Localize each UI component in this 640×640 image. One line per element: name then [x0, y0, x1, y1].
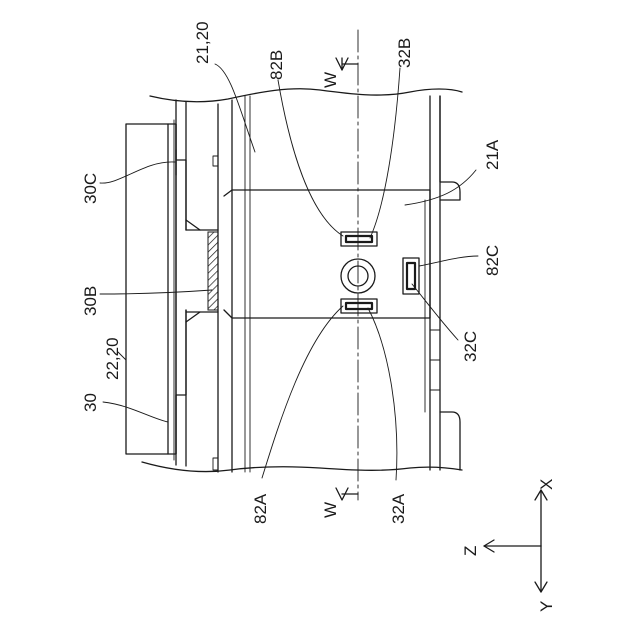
leader-32A	[368, 308, 397, 480]
label-30B: 30B	[81, 286, 100, 316]
slot-32C	[407, 263, 415, 289]
axis-label-y: Y	[537, 601, 556, 612]
member-30-step-lower	[176, 310, 186, 454]
leader-30C	[100, 162, 175, 183]
label-W-bottom: W	[321, 502, 340, 518]
slot-32B	[346, 236, 372, 242]
label-32B: 32B	[395, 38, 414, 68]
label-32A: 32A	[389, 493, 408, 524]
label-30: 30	[81, 393, 100, 412]
leader-21-20	[215, 64, 255, 152]
label-82A: 82A	[251, 493, 270, 524]
axis-label-x: X	[537, 479, 556, 490]
right-profile-upper	[440, 96, 460, 200]
label-W-top: W	[321, 72, 340, 88]
label-21A: 21A	[483, 139, 502, 170]
top-break-line	[150, 89, 462, 102]
recess-taper-top	[186, 220, 200, 230]
member-30-step-upper	[176, 124, 186, 230]
leader-82A	[262, 306, 343, 478]
label-21-20: 21,20	[193, 21, 212, 64]
axis-label-z: Z	[461, 546, 480, 556]
recess-taper-bottom	[186, 312, 200, 322]
leader-32C	[412, 284, 458, 340]
leader-30B	[100, 290, 212, 294]
block-21A-outline	[224, 190, 430, 318]
leader-30	[103, 402, 168, 422]
label-82B: 82B	[267, 50, 286, 80]
leader-82C	[419, 256, 478, 266]
rail-notch-top	[213, 156, 218, 166]
label-22-20: 22,20	[103, 337, 122, 380]
label-30C: 30C	[81, 173, 100, 204]
rail-notch-bottom	[213, 458, 218, 470]
leader-82B	[278, 80, 343, 236]
label-82C: 82C	[483, 245, 502, 276]
hatched-section-30B	[208, 232, 218, 310]
right-profile-lower	[440, 412, 460, 470]
label-32C: 32C	[461, 331, 480, 362]
bottom-break-line	[142, 462, 462, 472]
